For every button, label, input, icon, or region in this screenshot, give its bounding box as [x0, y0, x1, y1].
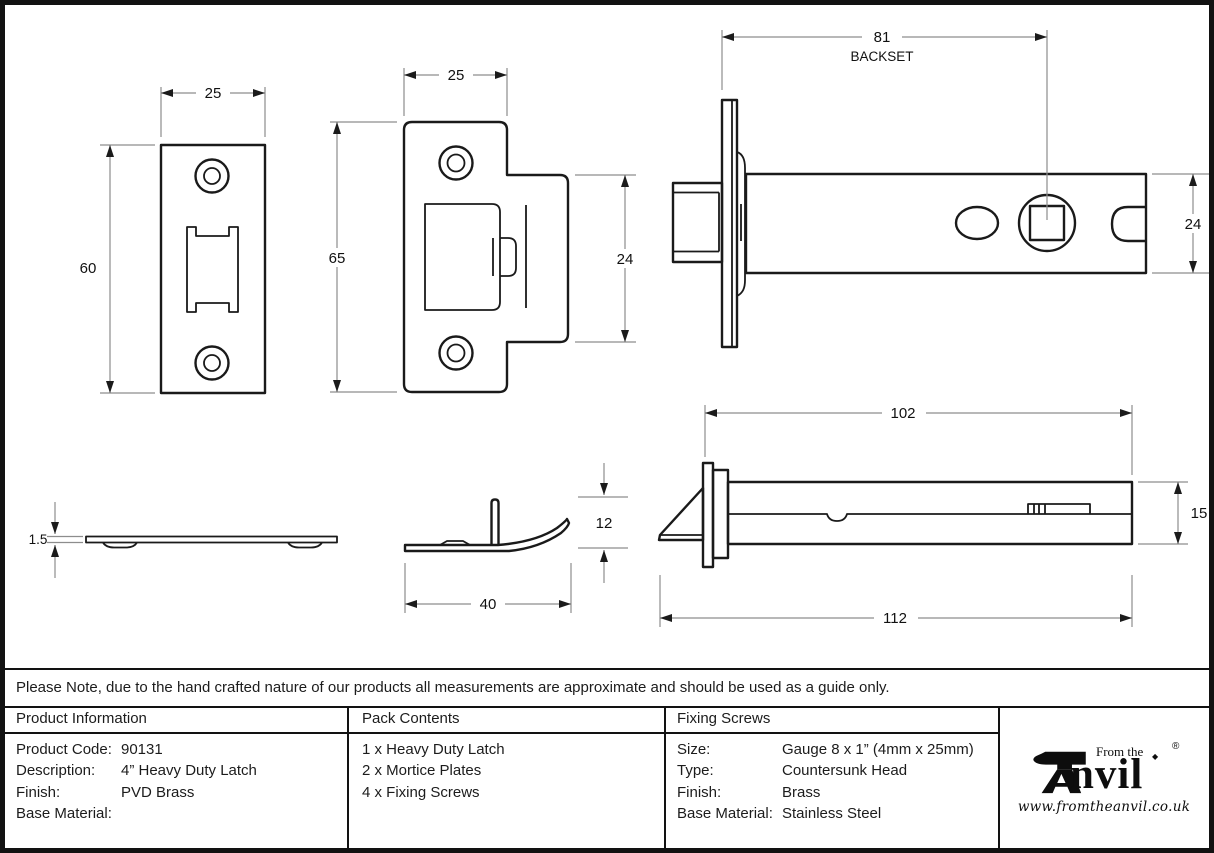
row-label: Size:	[677, 741, 711, 758]
registered-mark: ®	[1172, 741, 1180, 752]
row-label: Finish:	[16, 783, 61, 801]
faceplate-outline	[159, 143, 267, 395]
dim-case-length: 102	[890, 405, 915, 422]
table-row: Finish: Brass	[677, 782, 995, 803]
measurement-note: Please Note, due to the hand crafted nat…	[16, 678, 890, 696]
dim-overall-length: 112	[883, 610, 907, 627]
screw-hole-top	[194, 158, 230, 194]
dim-case-height: 15	[1191, 505, 1208, 522]
divider	[998, 706, 1000, 848]
table-row: Type: Countersunk Head	[677, 760, 995, 781]
strike-cutout	[424, 203, 501, 311]
latch-cutout	[186, 226, 239, 313]
table-row: Base Material:	[16, 803, 341, 824]
mortice-plate-outline	[402, 120, 570, 394]
row-value: PVD Brass	[121, 783, 195, 801]
brand-logo: nvil From the ◆ ® www.fromtheanvil.co.uk	[999, 708, 1209, 846]
dim-width: 25	[205, 85, 222, 102]
view-latch-top: 102 15 112	[657, 404, 1208, 627]
rear-lug	[1110, 205, 1146, 243]
table-row: Base Material: Stainless Steel	[677, 803, 995, 824]
dim-height: 60	[80, 260, 97, 277]
curved-plate	[403, 517, 571, 553]
list-item: 2 x Mortice Plates	[362, 762, 482, 780]
dim-latch-opening: 24	[617, 251, 634, 268]
screw-hole-bottom	[194, 345, 230, 381]
brand-url: www.fromtheanvil.co.uk	[1017, 799, 1191, 815]
latch-bolt-wedge	[657, 486, 705, 542]
plate-edge	[85, 535, 338, 544]
row-value: Countersunk Head	[782, 762, 908, 780]
product-information-body: Product Code: 90131 Description: 4” Heav…	[16, 739, 341, 825]
spring-detail	[1027, 503, 1091, 514]
table-row: Finish: PVD Brass	[16, 782, 341, 803]
anvil-logo-mark: nvil From the ◆ ®	[1024, 739, 1184, 797]
dim-width: 25	[448, 67, 465, 84]
diamond-icon: ◆	[1152, 752, 1159, 761]
dim-backset-label: BACKSET	[850, 49, 913, 64]
table-row: Product Code: 90131	[16, 739, 341, 760]
row-label: Finish:	[677, 783, 722, 801]
divider	[5, 668, 1209, 670]
technical-drawing: 25 60 25 65	[29, 28, 1210, 627]
pack-contents-body: 1 x Heavy Duty Latch 2 x Mortice Plates …	[362, 739, 657, 803]
locating-tab	[490, 498, 500, 545]
row-label: Product Code:	[16, 741, 112, 758]
screw-hole-bottom	[438, 335, 474, 371]
divider	[5, 706, 1209, 708]
forend-plate	[701, 461, 715, 569]
view-latch-side: 81 BACKSET 24	[671, 28, 1210, 349]
fixing-screws-body: Size: Gauge 8 x 1” (4mm x 25mm) Type: Co…	[677, 739, 995, 825]
table-row: Size: Gauge 8 x 1” (4mm x 25mm)	[677, 739, 995, 760]
dim-thickness: 1.5	[29, 532, 48, 547]
screw-hole-top	[438, 145, 474, 181]
view-faceplate-edge: 1.5	[29, 502, 338, 578]
divider	[5, 732, 999, 734]
row-value: 90131	[121, 741, 163, 758]
latch-bolt	[671, 181, 724, 264]
divider	[347, 706, 349, 848]
pack-contents-header: Pack Contents	[362, 710, 460, 727]
anvil-icon	[1033, 751, 1086, 794]
product-information-header: Product Information	[16, 710, 147, 727]
latch-case	[726, 480, 1134, 546]
row-label: Base Material:	[677, 805, 773, 823]
divider	[664, 706, 666, 848]
dim-lip-height: 12	[596, 515, 613, 532]
dim-width: 40	[480, 596, 497, 613]
brand-name: nvil	[1070, 751, 1144, 798]
list-item: 1 x Heavy Duty Latch	[362, 741, 505, 758]
slot-hole	[954, 205, 1000, 241]
row-value: Brass	[782, 783, 821, 801]
row-value: 4” Heavy Duty Latch	[121, 762, 257, 780]
row-label: Type:	[677, 762, 714, 780]
brand-prefix: From the	[1096, 744, 1144, 759]
row-label: Description:	[16, 762, 96, 780]
view-mortice-plate-front: 25 65 24	[320, 66, 642, 394]
latch-case	[744, 172, 1148, 275]
row-value: Gauge 8 x 1” (4mm x 25mm)	[782, 741, 974, 758]
table-row: Description: 4” Heavy Duty Latch	[16, 760, 341, 781]
view-mortice-plate-side: 12 40	[403, 463, 628, 613]
row-value: Stainless Steel	[782, 805, 882, 823]
dim-backset: 81	[874, 29, 891, 46]
forend-plate	[720, 98, 739, 349]
fixing-screws-header: Fixing Screws	[677, 710, 771, 727]
dim-case-height: 24	[1185, 216, 1202, 233]
view-faceplate-front: 25 60	[80, 84, 267, 395]
latch-tongue	[500, 237, 517, 277]
list-item: 4 x Fixing Screws	[362, 783, 480, 801]
dim-height: 65	[329, 250, 346, 267]
row-label: Base Material:	[16, 805, 112, 823]
